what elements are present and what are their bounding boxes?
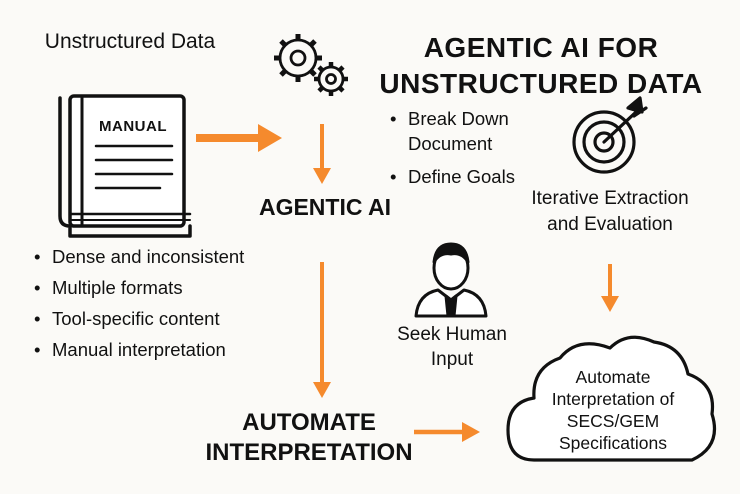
flow-arrows — [196, 124, 619, 442]
problem-item: Multiple formats — [34, 275, 294, 300]
unstructured-data-heading: Unstructured Data — [44, 30, 216, 53]
gears-icon — [274, 34, 348, 96]
manual-label: MANUAL — [99, 118, 167, 135]
problem-item: Tool-specific content — [34, 306, 294, 331]
problem-item: Dense and inconsistent — [34, 244, 294, 269]
target-icon — [572, 96, 648, 174]
agentic-ai-label: AGENTIC AI — [258, 194, 392, 220]
automate-interpretation-label: AUTOMATE INTERPRETATION — [205, 409, 413, 466]
manual-book-icon — [58, 94, 192, 238]
step-item: Break Down Document — [390, 106, 570, 156]
arrow-automate-to-cloud — [414, 422, 480, 442]
iterative-extraction-label: Iterative Extraction and Evaluation — [531, 188, 689, 235]
outcome-label: Automate Interpretation of SECS/GEM Spec… — [551, 367, 675, 453]
outcome-cloud — [506, 335, 717, 462]
problem-item: Manual interpretation — [34, 337, 294, 362]
problems-list: Dense and inconsistent Multiple formats … — [34, 244, 294, 368]
arrow-iterative-to-cloud — [601, 264, 619, 312]
arrow-agentic-to-automate — [313, 262, 331, 398]
agentic-steps-list: Break Down Document Define Goals — [390, 106, 570, 197]
step-item: Define Goals — [390, 164, 570, 189]
page-title: AGENTIC AI FOR UNSTRUCTURED DATA — [379, 32, 703, 99]
person-icon — [414, 242, 488, 318]
arrow-manual-to-gears — [196, 124, 282, 152]
seek-human-input-label: Seek Human Input — [397, 324, 507, 370]
arrow-gears-to-agentic — [313, 124, 331, 184]
